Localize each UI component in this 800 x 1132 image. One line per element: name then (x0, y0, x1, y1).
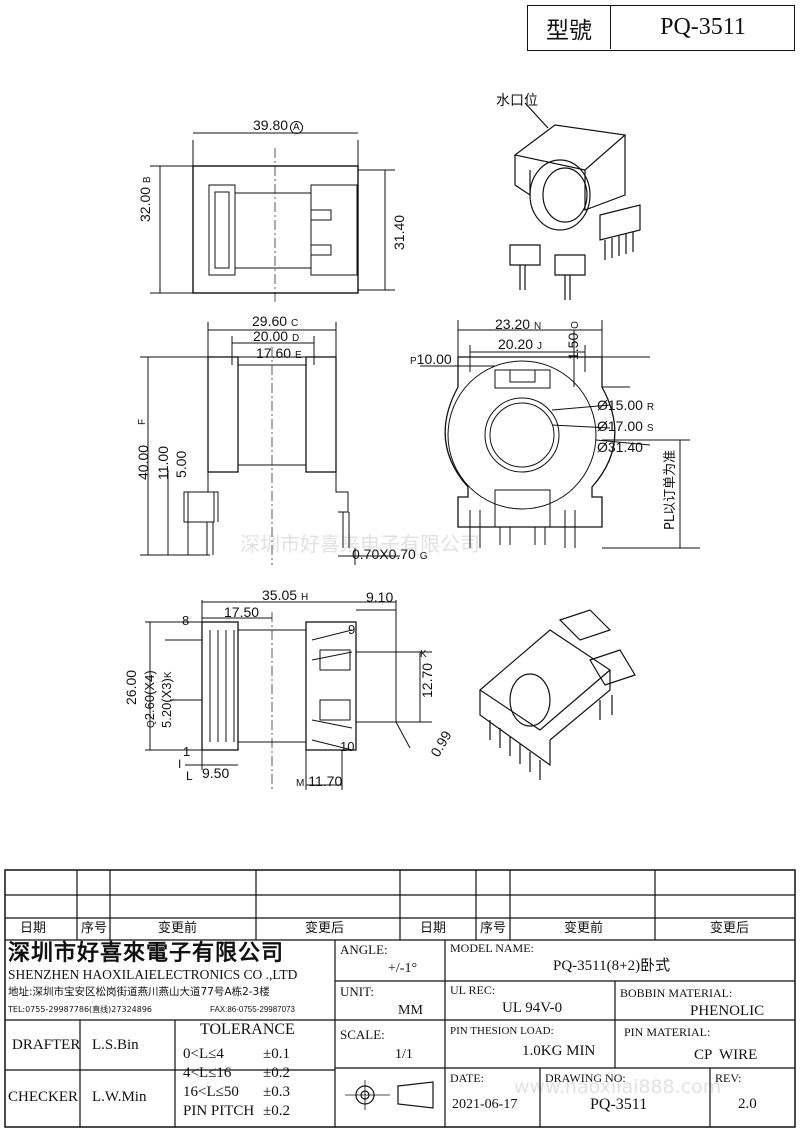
model-label: 型號 (528, 6, 611, 49)
dim-31-40: 31.40 (391, 214, 407, 250)
dim-k-symbol: K (420, 649, 427, 660)
dim-29-60: 29.60 C (252, 313, 299, 329)
pin-label-9: 9 (348, 622, 356, 637)
scale-value: 1/1 (395, 1047, 413, 1062)
bottom-view (145, 600, 432, 790)
top-view (150, 132, 395, 305)
pin-label-1: 1 (183, 744, 191, 759)
rev-label: REV: (715, 1071, 742, 1085)
dim-pin-size: 0.70X0.70 G (352, 546, 428, 562)
company-fax: FAX:86-0755-29987073 (210, 1005, 295, 1014)
tol-val-0: ±0.1 (263, 1046, 290, 1062)
dim-26-00: 26.00 (123, 669, 139, 705)
dim-40-00: 40.00 (135, 444, 151, 480)
rev-h-no2: 序号 (480, 921, 507, 936)
company-cn: 深圳市好喜來電子有限公司 (8, 941, 285, 966)
date-label: DATE: (450, 1071, 484, 1085)
rev-h-after2: 变更后 (710, 921, 750, 936)
tol-val-1: ±0.2 (263, 1065, 290, 1081)
dim-32-00: 32.00 B (137, 176, 153, 222)
bobbin-value: PHENOLIC (690, 1003, 765, 1019)
pin-label-10: 10 (340, 739, 355, 754)
dim-5-00: 5.00 (173, 450, 189, 478)
dim-23-20: 23.20 N (495, 316, 542, 332)
dim-12-70: 12.70 (419, 662, 435, 698)
dim-5-20: 5.20(X3)K (159, 671, 174, 728)
watermark-url: www.haoxilai888.com (514, 1076, 722, 1098)
rev-value: 2.0 (738, 1096, 757, 1112)
dim-1-50: 1.50 O (565, 321, 581, 360)
dim-11-00: 11.00 (155, 446, 171, 480)
ul-value: UL 94V-0 (502, 1000, 563, 1016)
pin-load-value: 1.0KG MIN (522, 1043, 596, 1059)
ul-label: UL REC: (450, 983, 496, 997)
rev-h-date1: 日期 (20, 921, 47, 936)
pin-material-value: CP WIRE (694, 1047, 758, 1063)
tol-val-2: ±0.3 (263, 1084, 290, 1100)
model-header: 型號 PQ-3511 (527, 5, 795, 51)
dim-i-symbol: I (178, 757, 182, 771)
drafter-label: DRAFTER (12, 1037, 81, 1053)
model-name-value: PQ-3511(8+2)卧式 (553, 958, 671, 974)
pin-label-8: 8 (182, 613, 190, 628)
pin-material-label: PIN MATERIAL: (624, 1025, 711, 1039)
unit-value: MM (398, 1003, 423, 1018)
date-value: 2021-06-17 (452, 1097, 518, 1112)
watermark-line: 深圳市好喜来电子有限公司 (240, 532, 480, 556)
dim-35-05: 35.05 H (262, 587, 309, 603)
rev-h-no1: 序号 (81, 921, 108, 936)
pl-note: PL以订单为准 (663, 449, 678, 530)
dim-17-50: 17.50 (224, 604, 260, 620)
dim-l-symbol: L (186, 769, 193, 783)
scale-label: SCALE: (340, 1027, 385, 1042)
angle-value: +/-1° (388, 961, 418, 976)
drafter-name: L.S.Bin (92, 1037, 139, 1053)
dim-phi-15: Ø15.00 R (597, 397, 655, 413)
dim-11-70: M 11.70 (296, 773, 343, 789)
checker-name: L.W.Min (92, 1089, 147, 1105)
dim-phi-31-4: Ø31.40 (597, 439, 643, 455)
dim-17-60: 17.60 E (256, 345, 302, 361)
dim-2-60: Q2.60(X4) (142, 670, 157, 728)
unit-label: UNIT: (340, 984, 375, 999)
company-tel: TEL:0755-29987786(直线)27324896 (8, 1005, 153, 1014)
angle-label: ANGLE: (340, 942, 388, 957)
drawing-no-value: PQ-3511 (590, 1096, 648, 1113)
tol-range-1: 4<L≤16 (183, 1065, 232, 1081)
rev-h-after1: 变更后 (305, 921, 345, 936)
bobbin-label: BOBBIN MATERIAL: (620, 986, 733, 1000)
tolerance-label: TOLERANCE (200, 1021, 295, 1038)
dim-10-00: P10.00 (410, 351, 452, 367)
dim-9-10: 9.10 (366, 589, 394, 605)
drawing-no-label: DRAWING NO: (545, 1071, 626, 1085)
gate-note: 水口位 (496, 93, 538, 109)
front-view (140, 322, 400, 565)
title-block-grid (4, 869, 796, 1128)
tol-val-3: ±0.2 (263, 1103, 290, 1119)
tol-range-3: PIN PITCH (183, 1103, 255, 1119)
dim-20-20: 20.20 J (498, 336, 542, 352)
company-address: 地址:深圳市宝安区松岗街道燕川燕山大道77号A栋2-3楼 (8, 986, 270, 998)
tol-range-0: 0<L≤4 (183, 1046, 224, 1062)
rev-h-date2: 日期 (420, 921, 447, 936)
dim-phi-17: Ø17.00 S (597, 418, 654, 434)
rev-h-before2: 变更前 (564, 921, 604, 936)
iso-view-bottom (479, 609, 636, 780)
iso-view-top (509, 102, 641, 300)
model-value: PQ-3511 (660, 14, 746, 40)
side-view (420, 320, 700, 549)
model-name-label: MODEL NAME: (450, 941, 534, 955)
checker-label: CHECKER (8, 1089, 79, 1105)
pin-load-label: PIN THESION LOAD: (450, 1025, 554, 1037)
dim-f-symbol: F (137, 418, 148, 425)
tol-range-2: 16<L≤50 (183, 1084, 239, 1100)
dim-9-50: 9.50 (202, 765, 230, 781)
rev-h-before1: 变更前 (158, 921, 198, 936)
company-en: SHENZHEN HAOXILAIELECTRONICS CO .,LTD (8, 967, 298, 982)
dim-20-00: 20.00 D (253, 328, 300, 344)
